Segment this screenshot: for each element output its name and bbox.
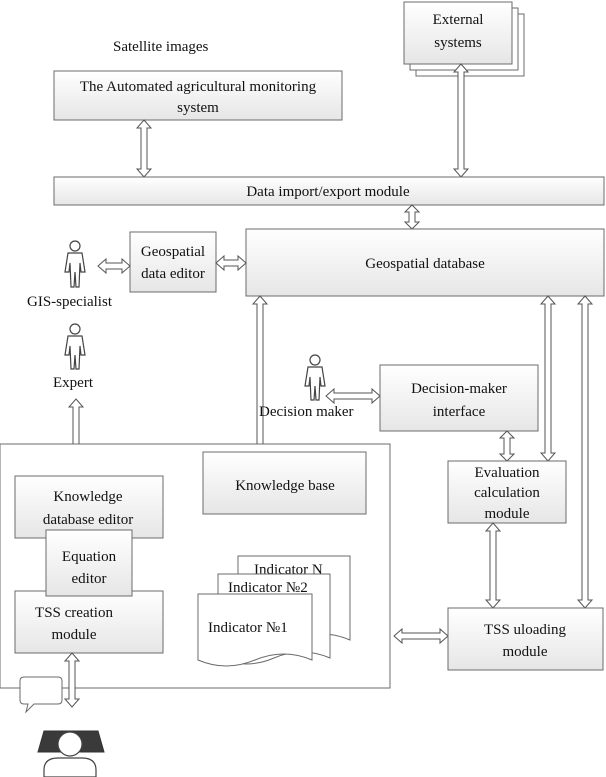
arrow-gis-editor [97, 257, 131, 275]
geospatial-editor-label-1: Geospatial [141, 244, 205, 260]
tss-uploading-label-1: TSS uloading [484, 622, 567, 638]
automated-monitoring-label-2: system [177, 100, 219, 116]
kb-editor-label-1: Knowledge [53, 489, 122, 505]
data-import-export-label: Data import/export module [246, 184, 410, 200]
tss-creation-label-2: module [52, 627, 97, 643]
external-systems-box: External systems [403, 1, 525, 77]
speech-bubble-icon [19, 676, 63, 714]
user-at-computer-icon [37, 730, 105, 777]
indicator-1-label: Indicator №1 [208, 620, 288, 636]
dm-interface-label-1: Decision-maker [411, 381, 507, 397]
arrow-import-database [403, 204, 421, 230]
geospatial-database-box: Geospatial database [245, 228, 605, 297]
arrow-external-import [452, 63, 470, 178]
arrow-database-knowledge-base [251, 295, 269, 453]
geospatial-database-label: Geospatial database [365, 256, 485, 272]
expert-label: Expert [53, 375, 94, 391]
geospatial-editor-label-2: data editor [141, 266, 205, 282]
knowledge-base-label: Knowledge base [235, 478, 335, 494]
automated-monitoring-system-box: The Automated agricultural monitoring sy… [53, 70, 343, 121]
tss-uploading-label-2: module [503, 644, 548, 660]
tss-creation-label-1: TSS creation [35, 605, 113, 621]
decision-maker-interface-box: Decision-maker interface [379, 364, 539, 432]
indicator-documents: Indicator N Indicator №2 Indicator №1 [197, 555, 351, 667]
arrow-monitoring-import [135, 119, 153, 178]
indicator-1-document [197, 593, 313, 667]
evaluation-label-2: calculation [474, 485, 540, 501]
kb-editor-label-2: database editor [43, 512, 133, 528]
data-import-export-module: Data import/export module [53, 176, 605, 206]
equation-editor-label-1: Equation [62, 549, 117, 565]
arrow-tss-creation-user [63, 652, 81, 708]
expert-icon [64, 323, 86, 370]
arrow-database-tss-uploading [576, 295, 594, 609]
arrow-frame-tss-uploading [393, 627, 449, 645]
knowledge-database-editor-box: Knowledge database editor [14, 475, 164, 539]
gis-specialist-icon [64, 240, 86, 288]
automated-monitoring-label-1: The Automated agricultural monitoring [80, 79, 317, 95]
evaluation-label-3: module [485, 506, 530, 522]
tss-uploading-module-box: TSS uloading module [447, 607, 604, 671]
equation-editor-label-2: editor [72, 571, 107, 587]
indicator-2-label: Indicator №2 [228, 580, 308, 596]
arrow-decision-maker-interface [325, 387, 381, 405]
geospatial-data-editor-box: Geospatial data editor [129, 231, 217, 293]
equation-editor-box: Equation editor [45, 529, 133, 597]
arrow-interface-evaluation [498, 430, 516, 462]
external-systems-label-2: systems [434, 35, 482, 51]
dm-interface-label-2: interface [433, 404, 486, 420]
external-systems-label-1: External [433, 12, 484, 28]
evaluation-label-1: Evaluation [475, 465, 540, 481]
arrow-evaluation-tss-uploading [484, 522, 502, 609]
decision-maker-icon [304, 354, 326, 401]
knowledge-base-box: Knowledge base [202, 451, 367, 515]
evaluation-calculation-module-box: Evaluation calculation module [447, 460, 567, 524]
tss-creation-module-box: TSS creation module [14, 590, 164, 654]
arrow-database-evaluation [539, 295, 557, 462]
gis-specialist-label: GIS-specialist [27, 294, 113, 310]
satellite-images-label: Satellite images [113, 39, 209, 55]
decision-maker-label: Decision maker [259, 404, 354, 420]
arrow-editor-database [215, 254, 247, 272]
